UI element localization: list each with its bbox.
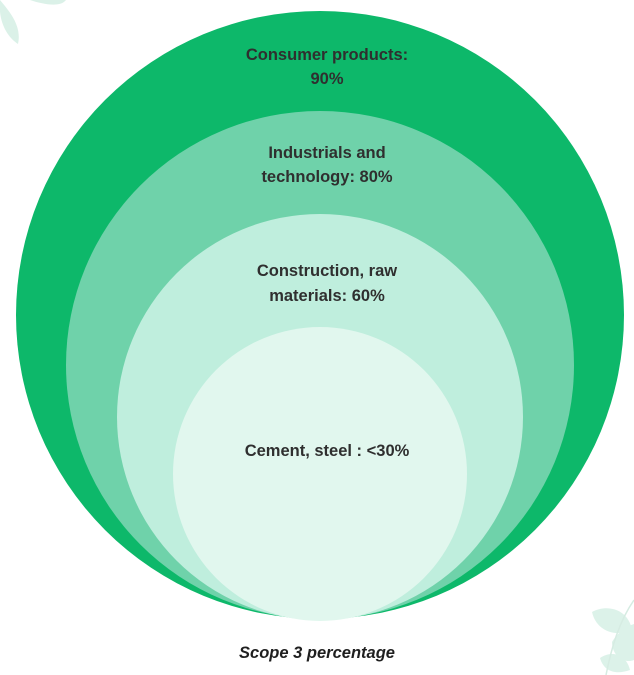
leaf-icon xyxy=(612,624,634,662)
ring-2-label-line-2: technology: 80% xyxy=(261,168,392,186)
ring-2-label-line-1: Industrials and xyxy=(268,144,385,162)
ring-4-label: Cement, steel : <30% xyxy=(245,442,410,460)
leaf-icon xyxy=(0,0,19,44)
leaf-decoration-top-left xyxy=(0,0,66,44)
diagram-caption: Scope 3 percentage xyxy=(239,644,395,662)
leaf-icon xyxy=(592,608,632,634)
ring-3-label-line-1: Construction, raw xyxy=(257,262,397,280)
leaf-icon xyxy=(30,0,66,5)
ring-3-label-line-2: materials: 60% xyxy=(269,287,385,305)
leaf-decoration-bottom-right xyxy=(592,599,634,675)
ring-1-label-line-2: 90% xyxy=(310,70,343,88)
ring-cement-steel xyxy=(173,327,467,621)
ring-1-label-line-1: Consumer products: xyxy=(246,46,408,64)
leaf-stem xyxy=(605,599,634,675)
